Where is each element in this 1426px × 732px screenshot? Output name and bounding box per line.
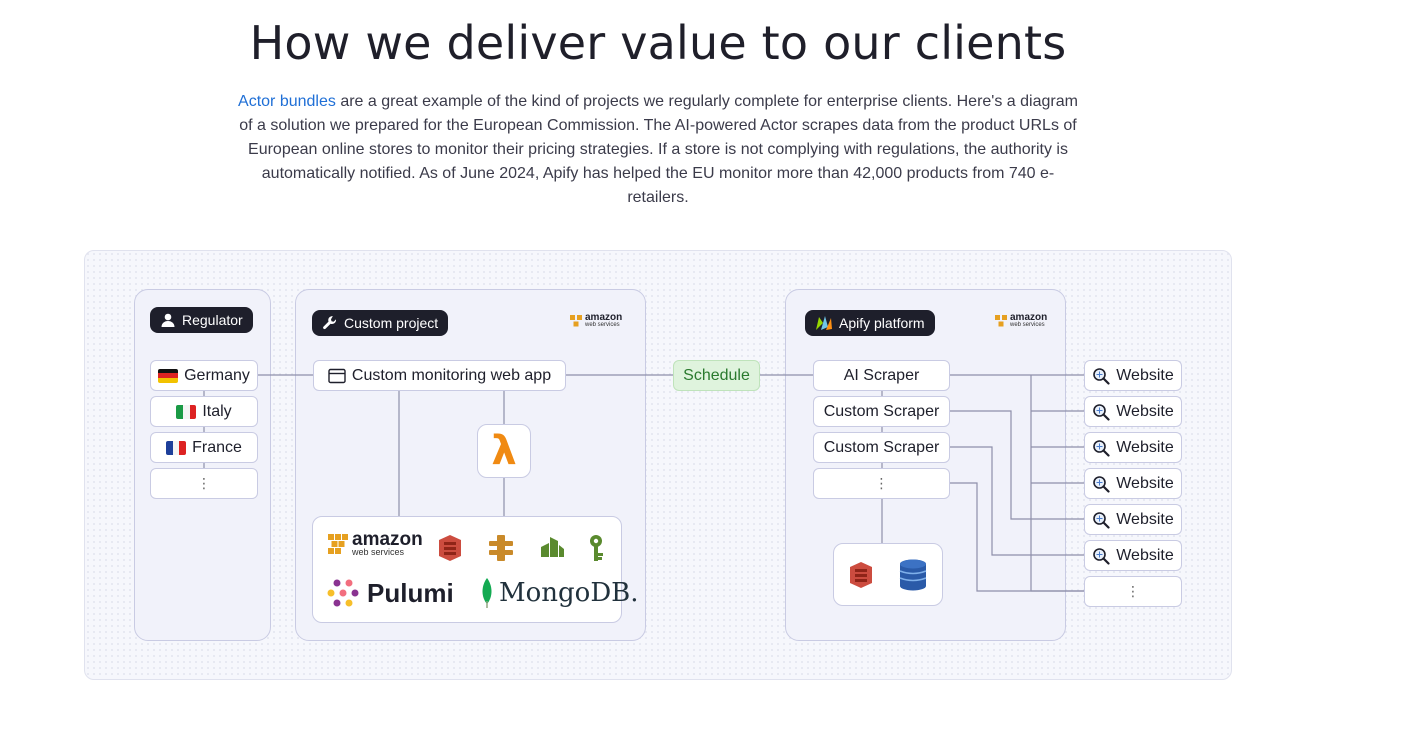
schedule-label: Schedule <box>683 366 750 384</box>
website-6: Website <box>1084 540 1182 571</box>
scraper-ai: AI Scraper <box>813 360 950 391</box>
italy-flag-icon <box>176 404 197 419</box>
more-ellipsis: ⋮ <box>874 475 889 491</box>
regulator-tag: Regulator <box>150 307 253 333</box>
aws-sub-big: web services <box>352 547 405 557</box>
aws-word: amazon <box>1010 312 1048 323</box>
aws-api-gateway-icon <box>489 535 513 561</box>
country-label: Germany <box>184 366 250 384</box>
description: Actor bundles are a great example of the… <box>238 90 1078 210</box>
country-label: Italy <box>202 402 232 420</box>
aws-cubes-icon <box>328 534 348 554</box>
aws-s3-icon <box>439 535 461 561</box>
more-ellipsis: ⋮ <box>197 475 211 491</box>
schedule-badge: Schedule <box>673 360 760 391</box>
website-label: Website <box>1116 366 1174 384</box>
pulumi-logo: Pulumi <box>327 577 454 609</box>
description-text: are a great example of the kind of proje… <box>239 93 1078 206</box>
germany-flag-icon <box>158 368 179 383</box>
country-germany: Germany <box>150 360 258 391</box>
aws-cloudfront-icon <box>541 537 564 557</box>
wrench-icon <box>323 316 337 330</box>
lambda-icon: λ <box>491 428 517 474</box>
pulumi-label: Pulumi <box>367 577 454 608</box>
aws-cubes-icon <box>995 314 1007 326</box>
mongodb-leaf-icon <box>482 578 492 608</box>
aws-cubes-icon <box>570 314 582 326</box>
apify-logo-icon <box>816 316 832 330</box>
aws-sub: web services <box>585 322 620 328</box>
apify-platform-tag: Apify platform <box>805 310 935 336</box>
tech-stack-box: amazon web services Pulumi MongoDB. <box>312 516 639 623</box>
website-2: Website <box>1084 396 1182 427</box>
country-label: France <box>192 438 242 456</box>
custom-monitoring-web-app: Custom monitoring web app <box>313 360 566 391</box>
scraper-custom-2: Custom Scraper <box>813 432 950 463</box>
aws-word-big: amazon <box>352 529 423 550</box>
search-globe-icon <box>1093 367 1110 385</box>
country-more: ⋮ <box>150 468 258 499</box>
website-label: Website <box>1116 510 1174 528</box>
website-5: Website <box>1084 504 1182 535</box>
more-ellipsis: ⋮ <box>1126 583 1140 599</box>
aws-kms-key-icon <box>590 535 603 561</box>
website-3: Website <box>1084 432 1182 463</box>
scraper-label: Custom Scraper <box>823 438 940 456</box>
search-globe-icon <box>1093 511 1110 529</box>
website-4: Website <box>1084 468 1182 499</box>
website-label: Website <box>1116 474 1174 492</box>
aws-logo-big: amazon web services <box>327 529 423 557</box>
page-title: How we deliver value to our clients <box>249 16 1067 70</box>
website-more: ⋮ <box>1084 576 1182 607</box>
regulator-tag-label: Regulator <box>182 312 243 328</box>
aws-sub: web services <box>1010 322 1045 328</box>
dynamodb-icon <box>899 559 927 591</box>
custom-project-tag-label: Custom project <box>344 315 439 331</box>
country-france: France <box>150 432 258 463</box>
aws-s3-icon <box>850 562 872 588</box>
search-globe-icon <box>1093 547 1110 565</box>
website-label: Website <box>1116 402 1174 420</box>
window-icon <box>328 368 346 383</box>
mongodb-logo: MongoDB. <box>479 577 639 609</box>
aws-lambda-box: λ <box>477 424 531 478</box>
apify-storage-box <box>833 543 943 606</box>
search-globe-icon <box>1093 475 1110 493</box>
website-label: Website <box>1116 546 1174 564</box>
search-globe-icon <box>1093 439 1110 457</box>
scraper-custom-1: Custom Scraper <box>813 396 950 427</box>
actor-bundles-link[interactable]: Actor bundles <box>238 93 336 110</box>
user-icon <box>161 313 175 327</box>
website-1: Website <box>1084 360 1182 391</box>
custom-project-tag: Custom project <box>312 310 449 336</box>
scraper-more: ⋮ <box>813 468 950 499</box>
country-italy: Italy <box>150 396 258 427</box>
website-label: Website <box>1116 438 1174 456</box>
aws-word: amazon <box>585 312 623 323</box>
mongodb-label: MongoDB. <box>499 578 639 608</box>
app-label: Custom monitoring web app <box>351 366 552 384</box>
pulumi-icon <box>327 579 359 607</box>
regulator-panel <box>134 289 271 641</box>
france-flag-icon <box>166 440 187 455</box>
apify-platform-tag-label: Apify platform <box>839 315 925 331</box>
search-globe-icon <box>1093 403 1110 421</box>
scraper-label: AI Scraper <box>843 366 920 384</box>
scraper-label: Custom Scraper <box>823 402 940 420</box>
